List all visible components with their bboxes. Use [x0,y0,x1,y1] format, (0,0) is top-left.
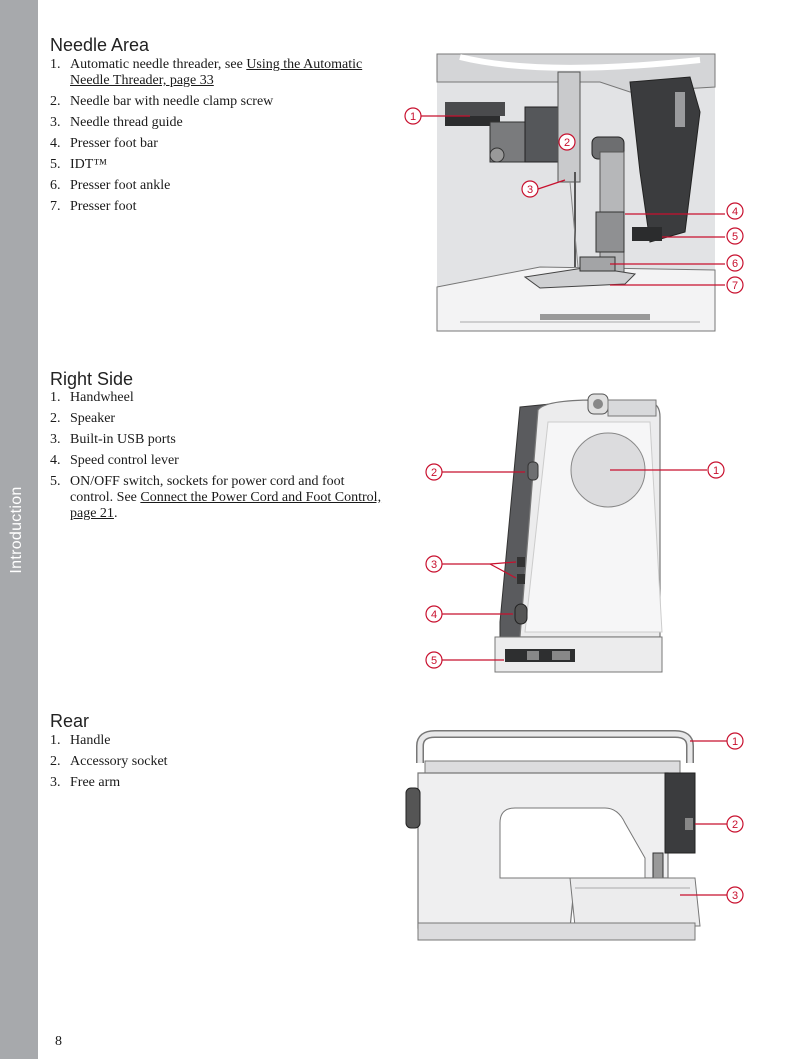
item-text-after: . [113,506,118,521]
list-item: 5.IDT™ [50,157,108,172]
item-text: Accessory socket [70,754,168,769]
list-item: 3.Needle thread guide [50,115,183,130]
callout-2-label: 2 [732,819,738,831]
needle-area-list: 1.Automatic needle threader, see Using t… [50,57,385,220]
list-item: 4.Speed control lever [50,453,179,468]
section-heading-rear: Rear [50,711,90,731]
callout-1-label: 1 [732,736,738,748]
item-text: Presser foot ankle [70,178,171,193]
right-side-illustration: 1 2 3 4 5 [425,393,725,673]
item-text: Handle [70,733,111,748]
page-number: 8 [55,1034,62,1049]
callout-7-label: 7 [732,280,738,292]
item-text: Free arm [70,775,121,790]
callout-4-label: 4 [431,609,437,621]
section-heading-right-side: Right Side [50,369,134,389]
callout-5-label: 5 [431,655,437,667]
item-text: Presser foot bar [70,136,158,151]
callout-3-label: 3 [732,890,738,902]
item-text: Speed control lever [70,453,179,468]
callout-4-label: 4 [732,206,738,218]
list-item: 1.Automatic needle threader, see Using t… [50,57,363,88]
list-item: 7.Presser foot [50,199,137,214]
link-power-cord[interactable]: Connect the Power Cord and Foot Control,… [70,490,382,521]
list-item: 6.Presser foot ankle [50,178,171,193]
list-item: 3.Built-in USB ports [50,432,176,447]
list-item: 1.Handle [50,733,111,748]
callout-5-label: 5 [732,231,738,243]
callout-6-label: 6 [732,258,738,270]
item-text: Presser foot [70,199,137,214]
item-text: ON/OFF switch, sockets for power cord an… [70,474,345,505]
item-text: Needle thread guide [70,115,183,130]
sidebar-label: Introduction [8,486,25,574]
list-item: 3.Free arm [50,775,121,790]
item-text: Built-in USB ports [70,432,176,447]
list-item: 1.Handwheel [50,390,134,405]
item-text: Automatic needle threader, see [70,57,247,72]
callout-2-label: 2 [564,137,570,149]
list-item: 4.Presser foot bar [50,136,158,151]
right-side-list: 1.Handwheel 2.Speaker 3.Built-in USB por… [50,390,385,527]
callout-1-label: 1 [713,465,719,477]
callout-3-label: 3 [431,559,437,571]
list-item: 2.Needle bar with needle clamp screw [50,94,274,109]
list-item: 2.Accessory socket [50,754,168,769]
sidebar-tab [0,0,38,1059]
callout-2-label: 2 [431,467,437,479]
list-item: 5.ON/OFF switch, sockets for power cord … [50,474,382,521]
list-item: 2.Speaker [50,411,116,426]
item-text: Needle bar with needle clamp screw [70,94,274,109]
callout-3-label: 3 [527,184,533,196]
link-needle-threader[interactable]: Using the Automatic Needle Threader, pag… [70,57,363,88]
item-text: Speaker [70,411,116,426]
rear-list: 1.Handle 2.Accessory socket 3.Free arm [50,733,385,796]
rear-illustration: 1 2 3 [405,730,744,941]
item-text: Handwheel [70,390,134,405]
needle-area-illustration: 1 2 3 4 5 6 7 [404,53,744,332]
item-text: IDT™ [70,157,108,172]
callout-1-label: 1 [410,111,416,123]
section-heading-needle-area: Needle Area [50,35,150,55]
